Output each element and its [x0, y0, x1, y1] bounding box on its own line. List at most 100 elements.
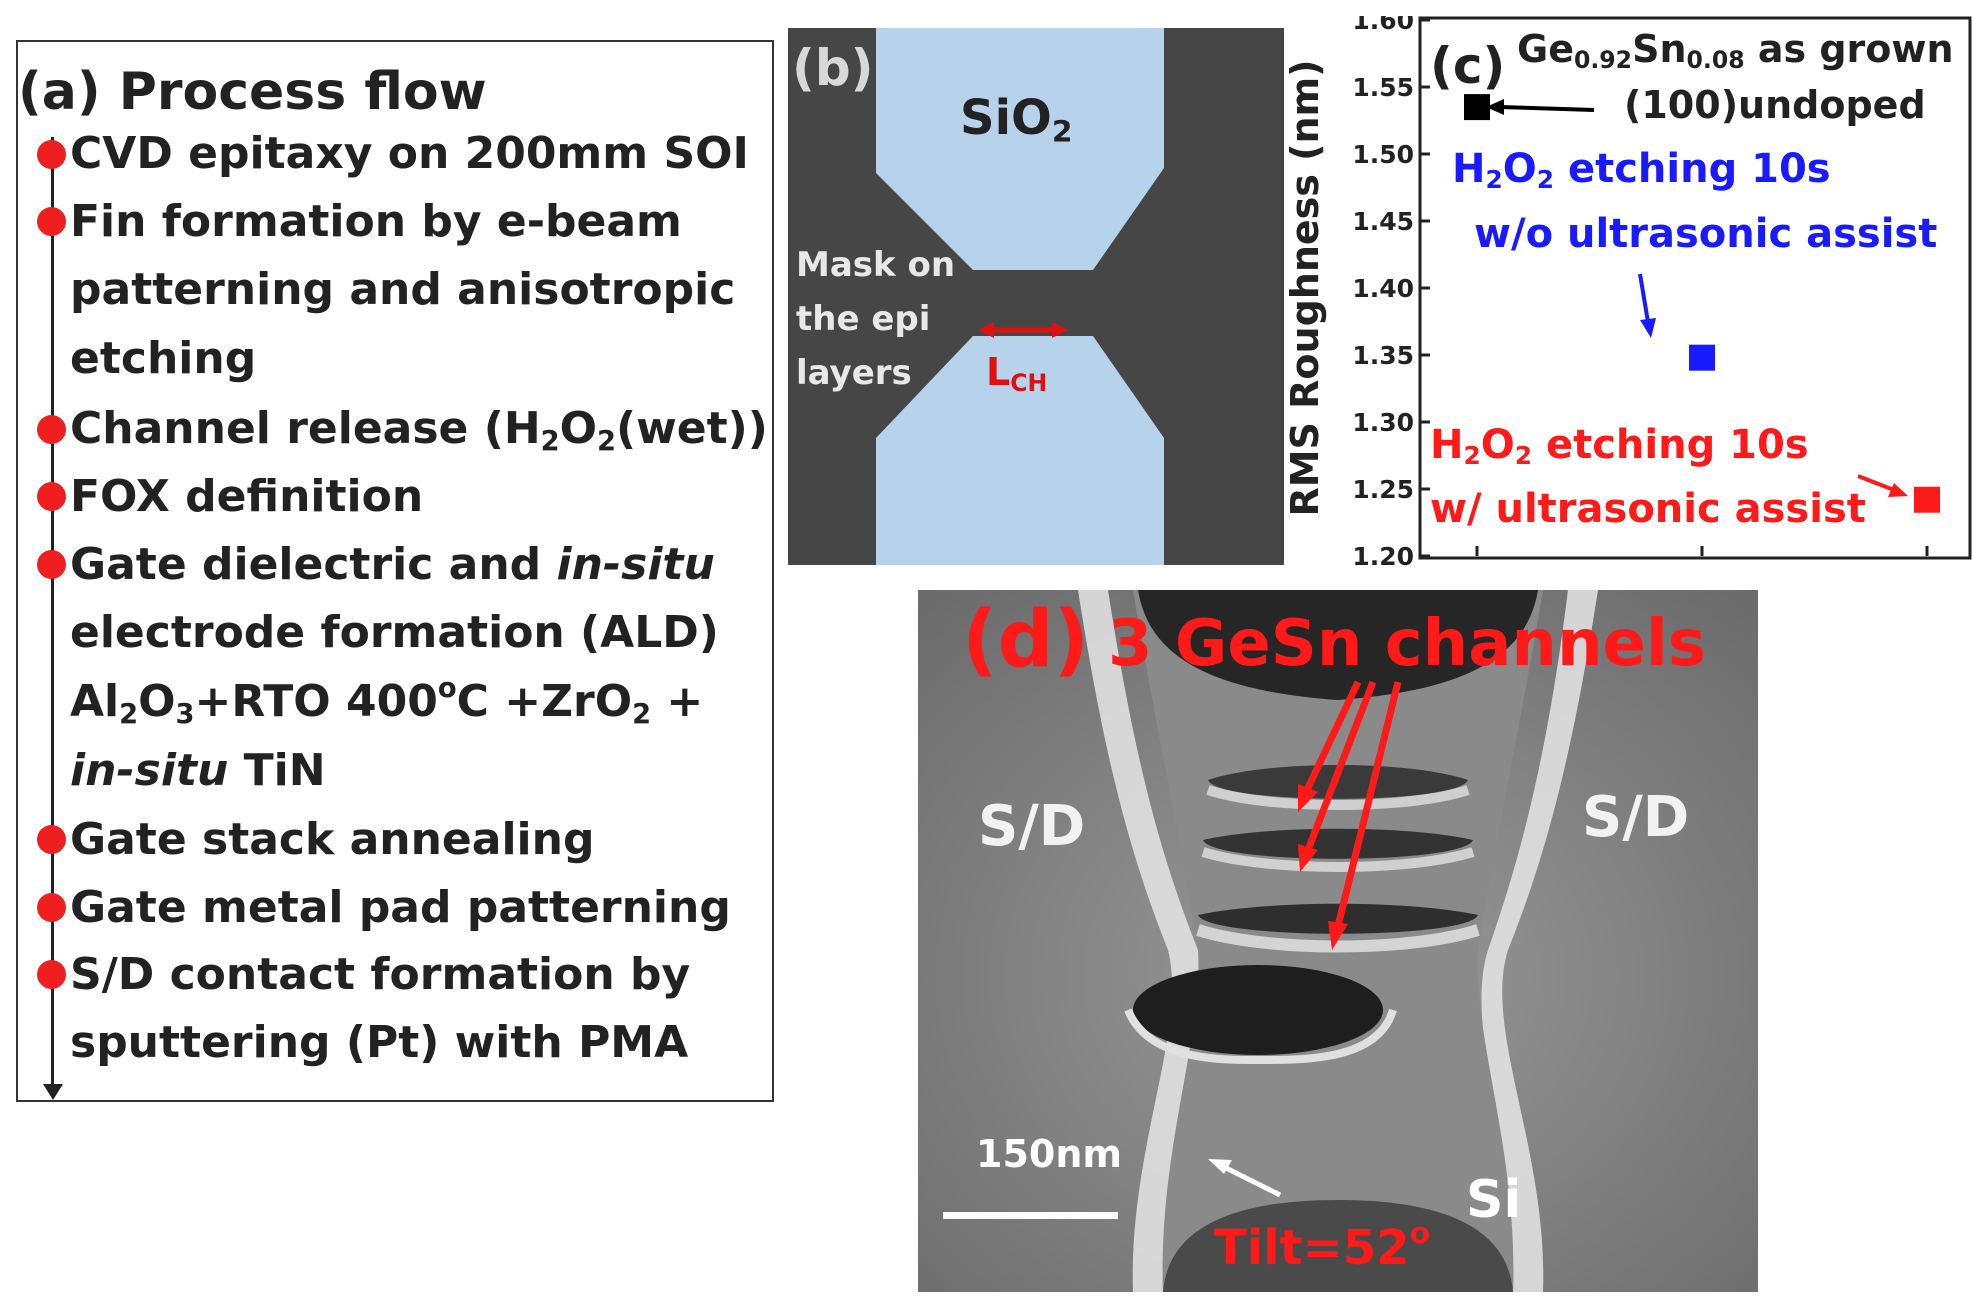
y-tick-label: 1.45	[1352, 207, 1414, 236]
top-cavity	[1138, 590, 1538, 700]
data-point-1	[1464, 94, 1490, 121]
panel-a-label: (a)	[18, 62, 101, 122]
data-points	[1464, 94, 1940, 513]
sem-micrograph	[918, 590, 1758, 1292]
mask-label: Mask on the epi layers	[796, 238, 955, 400]
step-8-line-1: S/D contact formation by	[70, 949, 691, 1000]
channel-arrowhead-1-icon	[1298, 784, 1318, 812]
timeline-arrow-icon	[43, 1084, 63, 1100]
y-tick-label: 1.40	[1352, 274, 1414, 303]
y-tick-label: 1.55	[1352, 73, 1414, 102]
asgrown-annotation: Ge0.92Sn0.08 as grown	[1517, 27, 1954, 74]
asgrown-arrowhead-icon	[1486, 99, 1504, 115]
si-label: Si	[1466, 1170, 1522, 1230]
panel-d-title: 3 GeSn channels	[1108, 607, 1706, 681]
channel-2	[1201, 847, 1475, 872]
step-7-line-1: Gate metal pad patterning	[70, 882, 731, 933]
panel-d-sem-image: (d) 3 GeSn channels S/D S/D 150nm Si Til…	[918, 590, 1758, 1292]
step-8-line-2: sputtering (Pt) with PMA	[70, 1017, 689, 1068]
step-5-line-3: Al2O3+RTO 400oC +ZrO2 +	[70, 672, 704, 730]
step-3-line-1: Channel release (H2O2(wet))	[70, 403, 768, 457]
panel-c-roughness-chart: 1.20 1.25 1.30 1.35 1.40 1.45 1.50 1.55 1.60 RMS…	[1282, 6, 1975, 571]
panel-a-title: (a) Process flow	[18, 62, 487, 122]
step-bullet-7	[37, 893, 66, 922]
left-sidewall-edge	[1078, 590, 1204, 1292]
step-5-line-1: Gate dielectric and in-situ	[70, 539, 715, 590]
asgrown-arrow	[1499, 105, 1595, 112]
sio2-label: SiO2	[960, 90, 1073, 150]
right-sidewall-edge	[1481, 590, 1598, 1292]
tilt-label: Tilt=52o	[1214, 1216, 1431, 1276]
channel-1	[1206, 785, 1470, 810]
blue-arrowhead-icon	[1640, 318, 1656, 338]
sio2-pad-bottom	[876, 336, 1164, 565]
lch-arrow-left-icon	[978, 322, 994, 338]
channel-gap-2	[1203, 828, 1473, 859]
roughness-chart: 1.20 1.25 1.30 1.35 1.40 1.45 1.50 1.55 1.60 RMS…	[1283, 6, 1972, 571]
step-2-line-3: etching	[70, 333, 257, 384]
step-bullet-4	[37, 482, 66, 511]
panel-d-label: (d)	[962, 595, 1090, 685]
step-bullet-6	[37, 825, 66, 854]
red-arrowhead-icon	[1888, 483, 1908, 497]
y-tick-label: 1.30	[1352, 408, 1414, 437]
step-bullet-3	[37, 415, 66, 444]
panel-b-label: (b)	[792, 39, 874, 97]
channel-arrow-1	[1303, 680, 1362, 792]
asgrown-annotation-line-2: (100)undoped	[1624, 83, 1926, 127]
lch-arrow-right-icon	[1052, 322, 1068, 338]
y-tick-label: 1.25	[1352, 475, 1414, 504]
si-arrow	[1218, 1162, 1282, 1198]
step-5-line-4: in-situ TiN	[70, 745, 326, 796]
scale-bar	[943, 1212, 1118, 1219]
step-bullet-8	[37, 960, 66, 989]
channel-arrowhead-3-icon	[1328, 921, 1348, 950]
blue-arrow	[1638, 273, 1650, 323]
step-bullet-2	[37, 207, 66, 236]
timeline-axis	[51, 137, 54, 1092]
blue-annotation-line-2: w/o ultrasonic assist	[1474, 211, 1938, 257]
y-axis-title: RMS Roughness (nm)	[1283, 59, 1327, 516]
scale-bar-label: 150nm	[976, 1132, 1122, 1176]
channel-arrowhead-2-icon	[1298, 844, 1318, 872]
panel-c-label: (c)	[1430, 37, 1506, 95]
y-tick-label: 1.35	[1352, 341, 1414, 370]
si-arrowhead-icon	[1208, 1159, 1232, 1174]
channel-arrow-3	[1334, 681, 1402, 927]
sio2-pad-top	[876, 28, 1164, 270]
mask-layout-diagram	[876, 28, 1164, 565]
step-6-line-1: Gate stack annealing	[70, 814, 595, 865]
blue-annotation: H2O2 etching 10s	[1452, 146, 1831, 195]
sd-right-label: S/D	[1582, 785, 1690, 850]
data-point-2	[1689, 344, 1715, 371]
data-point-3	[1914, 486, 1940, 513]
step-4-line-1: FOX definition	[70, 471, 424, 522]
lch-label: LCH	[986, 350, 1048, 397]
step-5-line-2: electrode formation (ALD)	[70, 607, 719, 658]
y-tick-label: 1.20	[1352, 542, 1414, 568]
step-bullet-5	[37, 550, 66, 579]
process-flow-title: Process flow	[118, 62, 487, 122]
channel-3	[1196, 924, 1480, 953]
y-tick-label: 1.60	[1352, 16, 1414, 35]
plot-frame	[1418, 16, 1972, 560]
red-arrow	[1857, 474, 1895, 492]
step-2-line-2: patterning and anisotropic	[70, 264, 736, 315]
channel-arrow-2	[1304, 680, 1377, 852]
y-tick-labels: 1.20 1.25 1.30 1.35 1.40 1.45 1.50 1.55 1.60	[1352, 6, 1929, 571]
panel-b-mask-layout: (b) SiO2 Mask on the epi layers LCH	[788, 28, 1284, 565]
panel-a-process-flow: (a) Process flow CVD epitaxy on 200mm SO…	[16, 40, 774, 1102]
mask-label-line-1: Mask on	[796, 245, 956, 285]
step-2-line-1: Fin formation by e-beam	[70, 196, 682, 247]
sd-left-label: S/D	[978, 794, 1086, 859]
y-tick-label: 1.50	[1352, 140, 1414, 169]
red-annotation-line-2: w/ ultrasonic assist	[1430, 486, 1866, 532]
lower-opening	[1163, 1200, 1513, 1292]
mask-label-line-2: the epi	[796, 299, 931, 339]
step-bullet-1	[37, 140, 66, 169]
bottom-cavity-edge	[1124, 1008, 1397, 1065]
step-1-line-1: CVD epitaxy on 200mm SOI	[70, 128, 749, 179]
bottom-cavity	[1133, 965, 1383, 1055]
mask-label-line-3: layers	[796, 353, 912, 393]
red-annotation: H2O2 etching 10s	[1430, 422, 1809, 471]
